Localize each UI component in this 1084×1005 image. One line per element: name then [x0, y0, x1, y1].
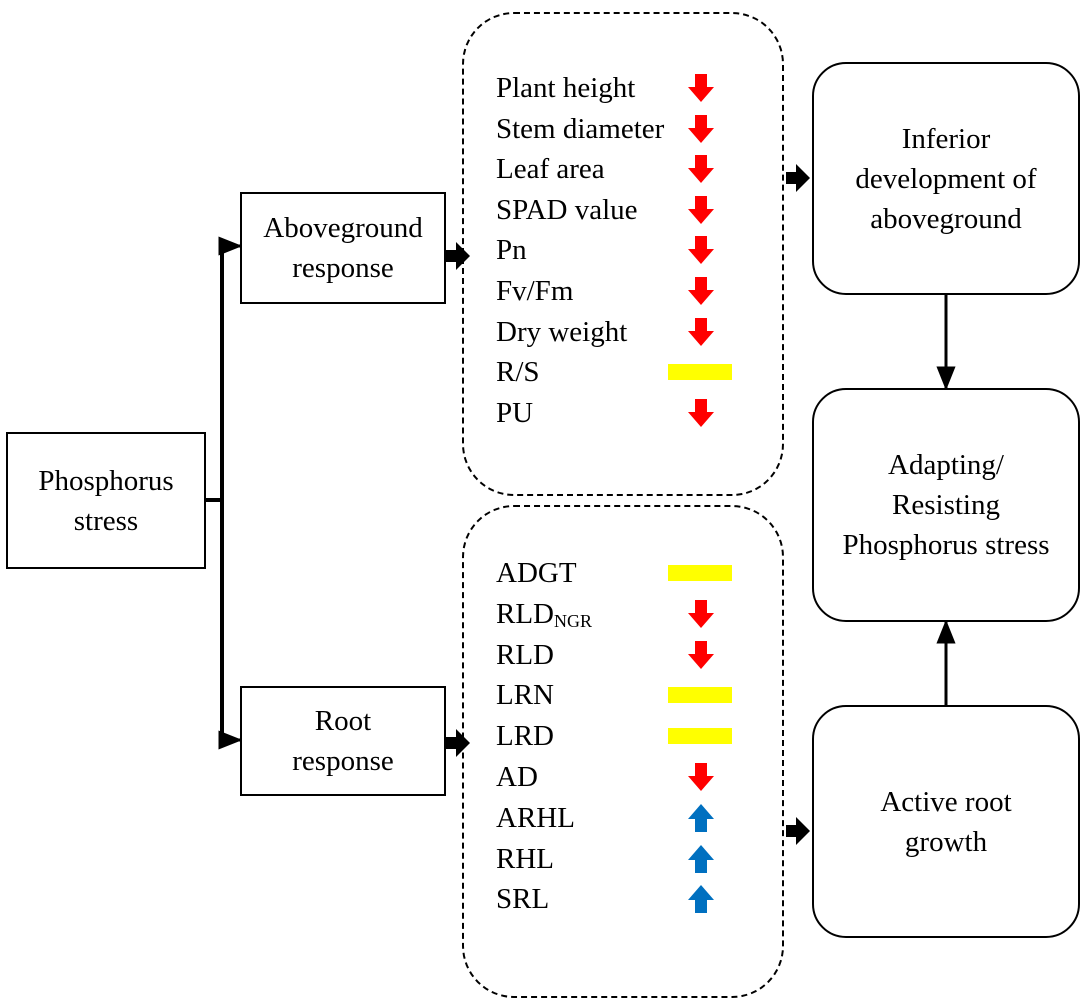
aboveground-response-label: Aboveground response [263, 212, 423, 284]
adapting-resisting-box: Adapting/ Resisting Phosphorus stress [812, 388, 1080, 622]
trait-subscript: NGR [554, 610, 593, 631]
trait-name: Dry weight [496, 315, 628, 348]
inferior-development-box: Inferior development of aboveground [812, 62, 1080, 295]
trend-down-icon [688, 763, 714, 796]
trait-name: ARHL [496, 801, 575, 834]
trend-down-icon [688, 74, 714, 107]
trait-name: Stem diameter [496, 112, 665, 145]
aboveground-trait-label: Stem diameter [496, 112, 664, 146]
root-trait-label: LRN [496, 678, 554, 712]
phosphorus-stress-label: Phosphorus stress [38, 464, 174, 537]
aboveground-trait-label: SPAD value [496, 193, 638, 227]
trend-down-icon [688, 317, 714, 351]
trend-down-icon [688, 236, 714, 269]
trait-name: PU [496, 396, 534, 429]
trend-down-icon [688, 155, 714, 188]
adapting-resisting-label: Adapting/ Resisting Phosphorus stress [842, 449, 1050, 561]
trend-down-icon [688, 114, 714, 148]
trait-name: Leaf area [496, 153, 605, 186]
aboveground-trait-label: PU [496, 396, 533, 430]
trend-up-icon [688, 803, 714, 837]
aboveground-trait-label: Pn [496, 233, 527, 267]
trait-name: SPAD value [496, 193, 638, 226]
aboveground-response-box: Aboveground response [240, 192, 446, 304]
root-trait-label: RLD [496, 638, 554, 672]
trend-down-icon [688, 599, 714, 633]
trait-name: SRL [496, 883, 550, 916]
trend-unchanged-icon [668, 364, 732, 385]
root-response-label: Root response [292, 705, 394, 777]
aboveground-trait-label: R/S [496, 355, 540, 389]
inferior-development-label: Inferior development of aboveground [855, 122, 1037, 235]
root-trait-label: SRL [496, 882, 549, 916]
trait-name: LRN [496, 679, 554, 712]
trait-name: Plant height [496, 72, 636, 104]
trait-name: RLD [496, 638, 554, 671]
root-response-box: Root response [240, 686, 446, 796]
trait-name: RHL [496, 842, 554, 875]
aboveground-trait-label: Leaf area [496, 152, 605, 186]
active-root-growth-label: Active root growth [880, 785, 1012, 858]
trend-down-icon [688, 277, 714, 310]
trait-name: R/S [496, 356, 540, 389]
trend-down-icon [688, 398, 714, 432]
root-trait-label: LRD [496, 719, 554, 753]
aboveground-traits-group [462, 12, 784, 496]
root-trait-label: RHL [496, 842, 554, 876]
trend-unchanged-icon [668, 728, 732, 749]
phosphorus-stress-box: Phosphorus stress [6, 432, 206, 569]
trait-name: LRD [496, 720, 554, 753]
root-trait-label: ADGT [496, 556, 577, 590]
aboveground-trait-label: Dry weight [496, 315, 627, 349]
trend-up-icon [688, 885, 714, 918]
trait-name: AD [496, 761, 538, 793]
trait-name: Pn [496, 234, 527, 267]
root-trait-label: RLDNGR [496, 597, 592, 631]
root-trait-label: AD [496, 760, 538, 794]
trait-name: RLD [496, 597, 554, 630]
root-traits-group [462, 505, 784, 998]
trait-name: Fv/Fm [496, 275, 574, 307]
trait-name: ADGT [496, 557, 577, 589]
root-trait-label: ARHL [496, 801, 575, 835]
trend-unchanged-icon [668, 687, 732, 708]
trend-unchanged-icon [668, 565, 732, 586]
trend-up-icon [688, 844, 714, 878]
active-root-growth-box: Active root growth [812, 705, 1080, 938]
aboveground-trait-label: Fv/Fm [496, 274, 573, 308]
aboveground-trait-label: Plant height [496, 71, 635, 105]
trend-down-icon [688, 195, 714, 229]
trend-down-icon [688, 640, 714, 674]
